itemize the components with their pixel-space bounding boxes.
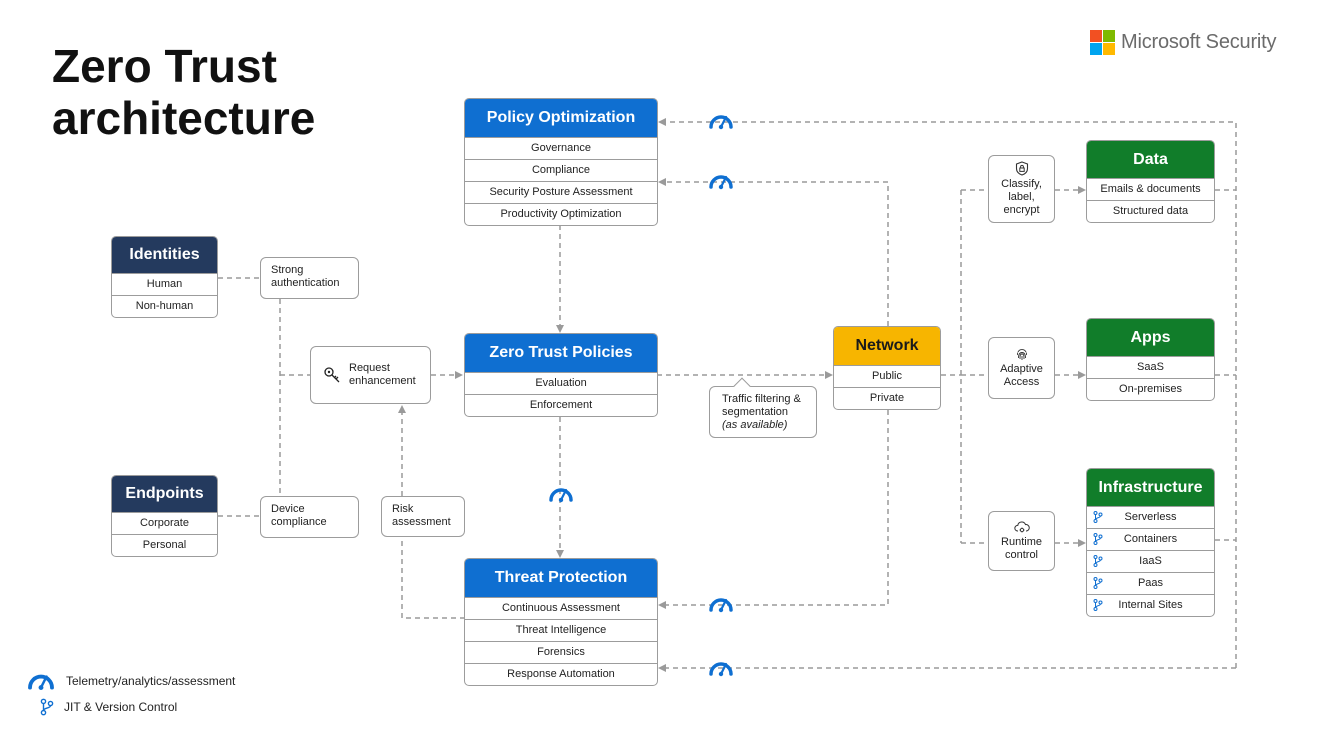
threat-protection-row: Forensics [465, 641, 657, 663]
identities-row: Non-human [112, 295, 217, 317]
traffic-filtering-callout: Traffic filtering & segmentation (as ava… [709, 377, 817, 438]
infrastructure-box: Infrastructure Serverless Containers Iaa… [1086, 468, 1215, 617]
git-branch-icon [1093, 599, 1103, 611]
infrastructure-row-label: Internal Sites [1118, 599, 1183, 611]
shield-lock-icon [1015, 161, 1028, 176]
infrastructure-row-label: Paas [1137, 577, 1164, 589]
network-box: Network Public Private [833, 326, 941, 410]
data-row: Structured data [1087, 200, 1214, 222]
gauge-icon [709, 115, 733, 130]
apps-row: SaaS [1087, 356, 1214, 378]
connector-network-po [666, 181, 889, 326]
connector-tp-risk [401, 537, 465, 619]
legend-telemetry-label: Telemetry/analytics/assessment [66, 674, 236, 688]
key-icon [324, 367, 340, 383]
gauge-icon [709, 175, 733, 190]
infrastructure-row-label: Serverless [1124, 511, 1177, 523]
endpoints-box: Endpoints Corporate Personal [111, 475, 218, 557]
infrastructure-row-label: Containers [1123, 533, 1178, 545]
git-branch-icon [1093, 511, 1103, 523]
identities-box: Identities Human Non-human [111, 236, 218, 318]
traffic-filtering-label: Traffic filtering & segmentation [722, 393, 801, 418]
infrastructure-row-label: IaaS [1139, 555, 1162, 567]
git-branch-icon [40, 698, 54, 716]
classify-label: Classify, label, encrypt [1001, 178, 1042, 216]
logo-square-blue [1090, 43, 1102, 55]
adaptive-access-callout: Adaptive Access [988, 337, 1055, 399]
apps-box: Apps SaaS On-premises [1086, 318, 1215, 401]
classify-callout: Classify, label, encrypt [988, 155, 1055, 223]
connector-network-tp [666, 410, 889, 606]
logo-square-yellow [1103, 43, 1115, 55]
apps-row: On-premises [1087, 378, 1214, 400]
runtime-control-callout: Runtime control [988, 511, 1055, 571]
git-branch-icon [1093, 555, 1103, 567]
threat-protection-row: Response Automation [465, 663, 657, 685]
threat-protection-row: Threat Intelligence [465, 619, 657, 641]
gauge-icon [709, 598, 733, 613]
zero-trust-policies-box: Zero Trust Policies Evaluation Enforceme… [464, 333, 658, 417]
threat-protection-box: Threat Protection Continuous Assessment … [464, 558, 658, 686]
network-row: Private [834, 387, 940, 409]
endpoints-row: Corporate [112, 512, 217, 534]
git-branch-icon [1093, 533, 1103, 545]
data-title: Data [1087, 141, 1214, 178]
network-title: Network [834, 327, 940, 365]
zero-trust-policies-title: Zero Trust Policies [465, 334, 657, 372]
zero-trust-policies-row: Evaluation [465, 372, 657, 394]
strong-auth-callout: Strong authentication [260, 257, 359, 299]
threat-protection-title: Threat Protection [465, 559, 657, 597]
connector-feedback-top [666, 121, 1237, 668]
logo-square-red [1090, 30, 1102, 42]
brand-name: Microsoft Security [1121, 31, 1277, 53]
brand: Microsoft Security [1090, 30, 1277, 55]
request-enhancement-callout: Request enhancement [310, 346, 431, 404]
gauge-icon [549, 488, 573, 503]
risk-assessment-callout: Risk assessment [381, 496, 465, 537]
legend-jit-label: JIT & Version Control [64, 700, 178, 714]
legend-jit: JIT & Version Control [40, 698, 177, 716]
device-compliance-label: Device compliance [271, 503, 327, 528]
identities-title: Identities [112, 237, 217, 273]
infrastructure-row: Internal Sites [1087, 594, 1214, 616]
policy-optimization-row: Compliance [465, 159, 657, 181]
threat-protection-row: Continuous Assessment [465, 597, 657, 619]
logo-square-green [1103, 30, 1115, 42]
policy-optimization-row: Security Posture Assessment [465, 181, 657, 203]
runtime-control-label: Runtime control [1001, 535, 1042, 561]
fingerprint-icon [1016, 349, 1027, 360]
policy-optimization-row: Productivity Optimization [465, 203, 657, 225]
policy-optimization-box: Policy Optimization Governance Complianc… [464, 98, 658, 226]
cloud-gear-icon [1013, 521, 1030, 532]
strong-auth-label: Strong authentication [271, 264, 340, 289]
page-title: Zero Trust architecture [52, 40, 316, 144]
infrastructure-row: Containers [1087, 528, 1214, 550]
identities-row: Human [112, 273, 217, 295]
risk-assessment-label: Risk assessment [392, 503, 451, 528]
git-branch-icon [1093, 577, 1103, 589]
data-box: Data Emails & documents Structured data [1086, 140, 1215, 223]
zero-trust-policies-row: Enforcement [465, 394, 657, 416]
endpoints-title: Endpoints [112, 476, 217, 512]
adaptive-access-label: Adaptive Access [1000, 363, 1043, 388]
device-compliance-callout: Device compliance [260, 496, 359, 538]
apps-title: Apps [1087, 319, 1214, 356]
infrastructure-title: Infrastructure [1087, 469, 1214, 506]
endpoints-row: Personal [112, 534, 217, 556]
policy-optimization-title: Policy Optimization [465, 99, 657, 137]
microsoft-logo-icon [1090, 30, 1115, 55]
traffic-filtering-note: (as available) [722, 419, 788, 431]
infrastructure-row: Paas [1087, 572, 1214, 594]
policy-optimization-row: Governance [465, 137, 657, 159]
infrastructure-row: IaaS [1087, 550, 1214, 572]
infrastructure-row: Serverless [1087, 506, 1214, 528]
gauge-icon [709, 662, 733, 677]
data-row: Emails & documents [1087, 178, 1214, 200]
network-row: Public [834, 365, 940, 387]
gauge-icon [28, 674, 54, 691]
legend-telemetry: Telemetry/analytics/assessment [26, 670, 235, 692]
request-enhancement-label: Request enhancement [349, 362, 416, 387]
